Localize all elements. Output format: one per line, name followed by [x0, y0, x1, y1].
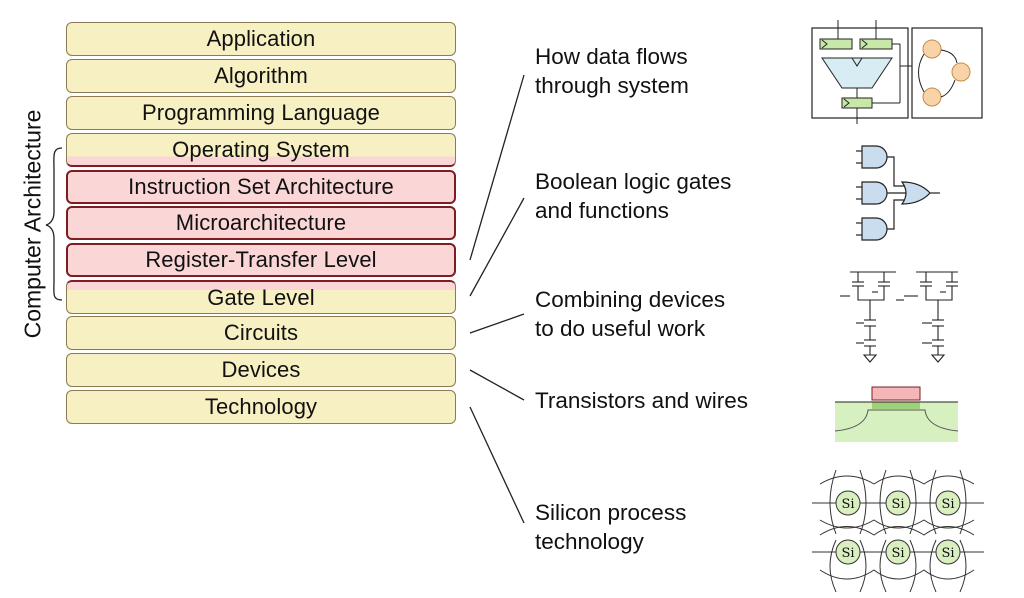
silicon-atom-label: Si — [891, 546, 904, 561]
description-line: Silicon process — [535, 500, 687, 525]
layer-label: Devices — [221, 357, 301, 382]
leader-line-circuits — [469, 313, 525, 334]
layer-label: Algorithm — [214, 63, 308, 88]
logic-gates-icon — [856, 145, 940, 241]
layer-application: Application — [66, 22, 456, 56]
leader-line-rtl — [469, 74, 525, 261]
leader-line-devices — [469, 369, 525, 401]
silicon-atom-label: Si — [841, 497, 854, 512]
silicon-atom-label: Si — [891, 497, 904, 512]
layer-label: Microarchitecture — [175, 210, 347, 235]
layer-instruction-set-architecture: Instruction Set Architecture — [66, 170, 456, 204]
description-line: Boolean logic gates — [535, 169, 732, 194]
silicon-atom-label: Si — [941, 497, 954, 512]
layer-programming-language: Programming Language — [66, 96, 456, 130]
layer-label: Register-Transfer Level — [145, 247, 377, 272]
layer-microarchitecture: Microarchitecture — [66, 206, 456, 240]
silicon-atom-label: Si — [941, 546, 954, 561]
layer-algorithm: Algorithm — [66, 59, 456, 93]
layer-label: Programming Language — [141, 100, 381, 125]
layer-circuits: Circuits — [66, 316, 456, 350]
description-line: to do useful work — [535, 316, 706, 341]
description-circuits: Combining devices to do useful work — [535, 285, 805, 343]
leader-line-gate — [469, 197, 525, 297]
layer-operating-system: Operating System — [66, 133, 456, 167]
leader-line-technology — [469, 406, 525, 524]
layer-register-transfer-level: Register-Transfer Level — [66, 243, 456, 277]
description-devices: Transistors and wires — [535, 386, 805, 415]
description-line: How data flows — [535, 44, 688, 69]
layer-label: Instruction Set Architecture — [128, 174, 394, 199]
description-line: Transistors and wires — [535, 388, 748, 413]
silicon-lattice-icon: Si Si Si Si Si Si — [812, 469, 984, 593]
description-gate: Boolean logic gates and functions — [535, 167, 805, 225]
description-line: and functions — [535, 198, 669, 223]
datapath-fsm-icon — [811, 20, 983, 124]
description-technology: Silicon process technology — [535, 498, 805, 556]
layer-label: Gate Level — [207, 284, 315, 310]
layer-label: Operating System — [172, 136, 350, 162]
layer-devices: Devices — [66, 353, 456, 387]
description-line: through system — [535, 73, 689, 98]
layer-gate-level: Gate Level — [66, 280, 456, 314]
description-line: Combining devices — [535, 287, 726, 312]
computer-architecture-brace — [45, 147, 63, 301]
layer-label: Circuits — [223, 320, 299, 345]
transistor-cross-section-icon — [834, 386, 959, 442]
transistor-circuit-icon — [840, 271, 958, 363]
layer-label: Technology — [204, 394, 318, 419]
silicon-atom-label: Si — [841, 546, 854, 561]
layer-technology: Technology — [66, 390, 456, 424]
description-rtl: How data flows through system — [535, 42, 805, 100]
layer-label: Application — [206, 26, 316, 51]
description-line: technology — [535, 529, 644, 554]
